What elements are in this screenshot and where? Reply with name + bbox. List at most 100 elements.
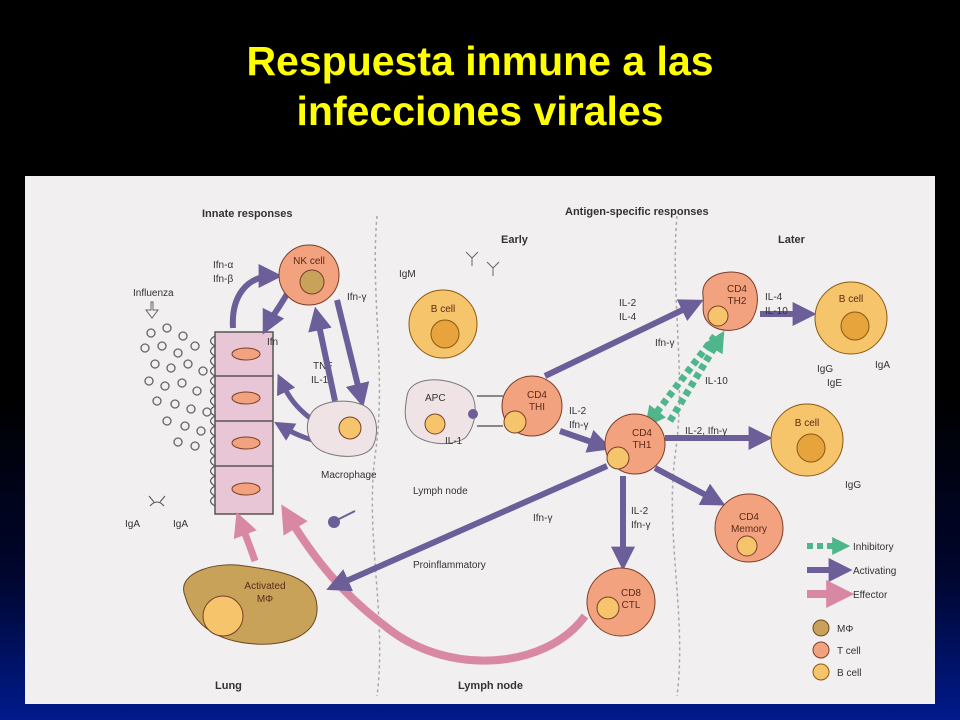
cd4-memory-label-2: Memory	[731, 524, 767, 535]
cd4-th2-cell	[702, 271, 758, 331]
cd8-label-1: CD8	[621, 588, 641, 599]
arrow-macrophage-to-epithelium-1	[277, 373, 312, 420]
region-lymph-node-label: Lymph node	[458, 680, 523, 692]
inhibitory-arrow-th1-to-th2	[667, 330, 725, 423]
label-iga-b: IgA	[875, 360, 890, 371]
b-cell-early	[408, 289, 478, 359]
header-early: Early	[501, 234, 529, 246]
legend-mphi-icon	[812, 619, 830, 637]
divider-later	[671, 215, 681, 697]
cd8-label-2: CTL	[622, 600, 641, 611]
b-cell-early-label: B cell	[431, 304, 455, 315]
cd4-th1-early	[501, 375, 563, 437]
b-cell-mid	[770, 403, 844, 477]
antigen-icon	[468, 409, 478, 419]
label-igg-top: IgG	[817, 364, 833, 375]
legend-b-cell: B cell	[837, 668, 861, 679]
arrow-to-th2	[543, 299, 704, 379]
legend-mphi: MΦ	[837, 624, 853, 635]
title-line-1: Respuesta inmune a las	[246, 38, 714, 84]
legend-b-cell-icon	[812, 663, 830, 681]
slide-title: Respuesta inmune a las infecciones viral…	[0, 36, 960, 136]
label-il1: IL-1	[445, 436, 463, 447]
b-cell-top-label: B cell	[839, 294, 863, 305]
label-il10-mid: IL-10	[705, 376, 728, 387]
immune-response-diagram: Innate responses Antigen-specific respon…	[25, 176, 935, 704]
iga-antibody-icon	[148, 495, 166, 507]
header-antigen-specific: Antigen-specific responses	[565, 206, 709, 218]
header-innate: Innate responses	[202, 208, 292, 220]
arrow-th1-to-activated-macrophage	[326, 463, 609, 592]
small-cell-tail	[338, 510, 356, 520]
legend: Inhibitory Activating Effector MΦ T cell…	[807, 537, 896, 681]
epithelium	[209, 331, 274, 515]
label-il4-right: IL-4	[765, 292, 783, 303]
inhibitory-arrow-th2-to-th1	[644, 333, 718, 428]
label-proinflammatory: Proinflammatory	[413, 560, 486, 571]
arrow-th1-to-memory	[653, 465, 726, 506]
label-il4-top: IL-4	[619, 312, 637, 323]
label-iga-right: IgA	[173, 519, 188, 530]
label-ifn-gamma-low: Ifn-γ	[631, 520, 650, 531]
cd4-memory-label-1: CD4	[739, 512, 759, 523]
label-influenza: Influenza	[133, 288, 174, 299]
apc-cell	[404, 379, 476, 445]
cd4-memory-cell	[714, 493, 784, 563]
label-igg-bottom: IgG	[845, 480, 861, 491]
label-ifn-gamma-th2: Ifn-γ	[655, 338, 674, 349]
arrow-nk-to-epithelium	[262, 292, 290, 335]
label-il2-ifn-right: IL-2, Ifn-γ	[685, 426, 727, 437]
label-il2-top: IL-2	[619, 298, 637, 309]
apc-label: APC	[425, 393, 446, 404]
legend-t-cell-icon	[812, 641, 830, 659]
diagram-canvas: Innate responses Antigen-specific respon…	[125, 206, 896, 697]
virus-particles	[140, 323, 212, 451]
effector-arrow-to-epithelium-1	[233, 511, 259, 563]
small-cell-icon	[328, 516, 340, 528]
igm-antibody-icon	[465, 251, 500, 276]
cd4-th2-label-1: CD4	[727, 284, 747, 295]
arrow-nk-to-macrophage	[334, 299, 370, 408]
label-il2-mid: IL-2	[569, 406, 587, 417]
label-il10-right: IL-10	[765, 306, 788, 317]
label-il2-low: IL-2	[631, 506, 649, 517]
label-ifn-beta: Ifn-β	[213, 274, 233, 285]
nk-cell-label: NK cell	[293, 256, 325, 267]
title-line-2: infecciones virales	[296, 88, 664, 134]
b-cell-mid-label: B cell	[795, 418, 819, 429]
cd4-th1-cell	[604, 413, 666, 475]
label-ige: IgE	[827, 378, 842, 389]
legend-activating: Activating	[853, 566, 896, 577]
legend-t-cell: T cell	[837, 646, 861, 657]
arrow-to-th1	[559, 428, 613, 453]
label-tnf: TNF	[313, 361, 332, 372]
label-ifn-gamma-nk: Ifn-γ	[347, 292, 366, 303]
label-igm: IgM	[399, 269, 416, 280]
mhc-receptor-icon	[477, 395, 503, 427]
label-ifn-gamma-mid: Ifn-γ	[569, 420, 588, 431]
activated-macrophage-nucleus	[202, 595, 244, 637]
region-lung-label: Lung	[215, 680, 242, 692]
lymph-node-mid-label: Lymph node	[413, 486, 468, 497]
activated-macrophage-label-2: MΦ	[257, 594, 273, 605]
cd4-th1-early-label-1: CD4	[527, 390, 547, 401]
label-ifn: Ifn	[267, 337, 278, 348]
nk-cell	[278, 244, 340, 306]
label-iga-left: IgA	[125, 519, 140, 530]
label-ifn-alpha: Ifn-α	[213, 260, 233, 271]
label-ifn-gamma-left: Ifn-γ	[533, 513, 552, 524]
divider-innate	[371, 215, 381, 697]
arrow-macrophage-to-nk	[308, 306, 338, 402]
cd8-ctl-cell	[586, 567, 656, 637]
activated-macrophage-label-1: Activated	[244, 581, 285, 592]
effector-arrow-ctl-to-epithelium	[281, 504, 589, 665]
cd4-th1-label-2: TH1	[633, 440, 652, 451]
legend-inhibitory: Inhibitory	[853, 542, 894, 553]
legend-effector: Effector	[853, 590, 888, 601]
arrow-epithelium-to-nk	[229, 264, 283, 329]
label-il12: IL-12	[311, 375, 334, 386]
cd4-th1-early-label-2: THI	[529, 402, 545, 413]
macrophage-label: Macrophage	[321, 470, 377, 481]
cd4-th2-label-2: TH2	[728, 296, 747, 307]
activated-macrophage	[183, 564, 318, 645]
